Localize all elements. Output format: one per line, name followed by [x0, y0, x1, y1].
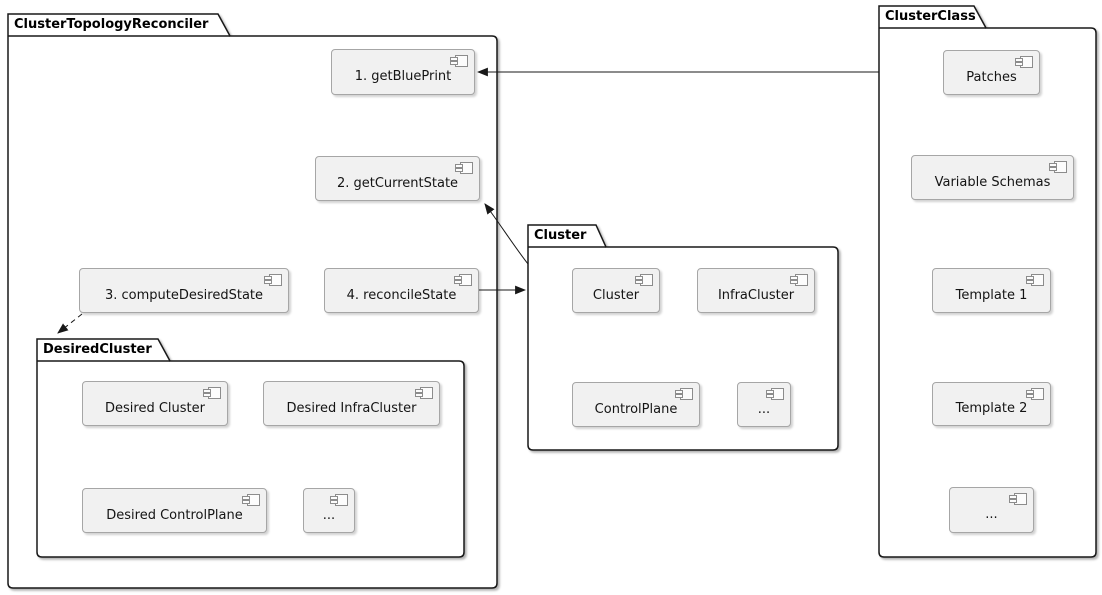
component-controlplane: ControlPlane — [572, 382, 700, 427]
component-icon — [766, 388, 784, 400]
component-variable-schemas: Variable Schemas — [911, 155, 1074, 200]
component-label: 3. computeDesiredState — [105, 287, 263, 303]
component-label: 4. reconcileState — [346, 287, 457, 303]
package-title-desiredcluster: DesiredCluster — [43, 342, 152, 357]
component-icon — [454, 274, 472, 286]
component-clusterclass-ellipsis: ... — [949, 487, 1034, 533]
component-label: Cluster — [592, 287, 640, 303]
component-infracluster: InfraCluster — [697, 268, 815, 313]
component-label: ... — [985, 507, 998, 522]
component-label: 1. getBluePrint — [354, 69, 452, 84]
component-label: Template 1 — [955, 287, 1028, 303]
component-template-1: Template 1 — [932, 268, 1051, 313]
component-icon — [450, 55, 468, 67]
component-icon — [415, 387, 433, 399]
component-icon — [1049, 161, 1067, 173]
component-icon — [1015, 56, 1033, 68]
component-label: 2. getCurrentState — [336, 175, 459, 191]
component-icon — [1009, 493, 1027, 505]
component-reconcilestate: 4. reconcileState — [324, 268, 479, 313]
component-template-2: Template 2 — [932, 382, 1051, 426]
component-desired-controlplane: Desired ControlPlane — [82, 488, 267, 533]
component-icon — [330, 494, 348, 506]
component-label: Template 2 — [955, 401, 1028, 416]
component-desired-cluster: Desired Cluster — [82, 381, 228, 426]
arrow-computedesiredstate-to-desiredcluster — [57, 313, 83, 334]
component-cluster: Cluster — [572, 268, 660, 313]
component-icon — [1026, 388, 1044, 400]
component-desired-infracluster: Desired InfraCluster — [263, 381, 440, 426]
component-desired-ellipsis: ... — [303, 488, 355, 533]
component-label: Desired InfraCluster — [286, 400, 417, 416]
component-patches: Patches — [943, 50, 1040, 95]
component-icon — [455, 162, 473, 174]
component-label: InfraCluster — [717, 287, 795, 303]
package-title-cluster: Cluster — [534, 228, 587, 243]
component-icon — [203, 387, 221, 399]
arrow-cluster-to-getcurrentstate — [484, 203, 529, 265]
component-label: ... — [757, 401, 771, 417]
component-icon — [1026, 274, 1044, 286]
component-label: ... — [322, 507, 336, 523]
component-cluster-ellipsis: ... — [737, 382, 791, 427]
component-icon — [790, 274, 808, 286]
component-label: Desired ControlPlane — [106, 507, 243, 523]
component-getcurrentstate: 2. getCurrentState — [315, 156, 480, 201]
component-icon — [264, 274, 282, 286]
component-icon — [242, 494, 260, 506]
package-title-cluster-topology-reconciler: ClusterTopologyReconciler — [14, 17, 209, 32]
component-label: ControlPlane — [594, 401, 678, 417]
component-getblueprint: 1. getBluePrint — [331, 49, 475, 95]
component-label: Variable Schemas — [934, 174, 1051, 190]
component-icon — [635, 274, 653, 286]
component-label: Desired Cluster — [105, 400, 205, 416]
component-label: Patches — [966, 69, 1017, 85]
package-title-clusterclass: ClusterClass — [885, 9, 976, 24]
component-computedesiredstate: 3. computeDesiredState — [79, 268, 289, 313]
component-icon — [675, 388, 693, 400]
